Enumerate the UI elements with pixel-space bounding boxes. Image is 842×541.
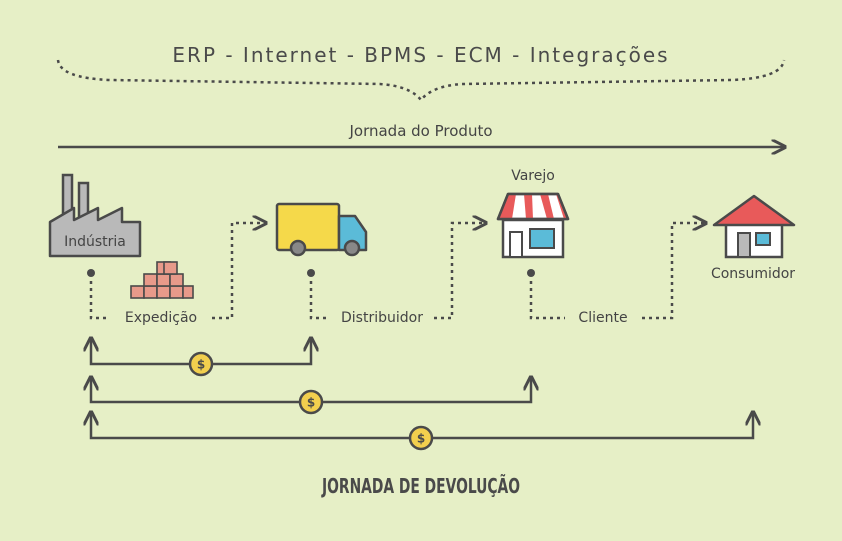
link-expedicao-label: Expedição bbox=[125, 310, 197, 326]
node-varejo-label: Varejo bbox=[511, 168, 555, 184]
coin-icon: $ bbox=[408, 425, 434, 451]
svg-text:$: $ bbox=[307, 396, 315, 410]
link-cliente-label: Cliente bbox=[578, 310, 627, 326]
factory-icon bbox=[48, 173, 142, 258]
coin-icon: $ bbox=[298, 389, 324, 415]
link-distribuidor bbox=[309, 281, 330, 320]
link-cliente bbox=[529, 281, 565, 320]
industria-dot bbox=[87, 269, 95, 277]
link-expedicao bbox=[89, 281, 110, 320]
link-expedicao-arrow bbox=[212, 223, 266, 320]
truck-icon bbox=[275, 202, 368, 257]
systems-title: ERP - Internet - BPMS - ECM - Integraçõe… bbox=[172, 43, 669, 67]
link-cliente-arrow bbox=[642, 223, 706, 320]
distribuidor-dot bbox=[307, 269, 315, 277]
varejo-dot bbox=[527, 269, 535, 277]
node-industria-label: Indústria bbox=[64, 234, 126, 250]
svg-text:$: $ bbox=[197, 358, 205, 372]
product-journey-label: Jornada do Produto bbox=[348, 122, 492, 140]
svg-text:$: $ bbox=[417, 432, 425, 446]
coin-icon: $ bbox=[188, 351, 214, 377]
house-icon bbox=[712, 194, 796, 259]
link-distribuidor-arrow bbox=[434, 223, 486, 320]
link-distribuidor-label: Distribuidor bbox=[341, 310, 423, 326]
store-icon bbox=[496, 192, 570, 259]
boxes-icon bbox=[130, 261, 194, 299]
return-journey-title: JORNADA DE DEVOLUÇÃO bbox=[321, 474, 520, 498]
node-consumidor-label: Consumidor bbox=[711, 266, 795, 282]
systems-brace bbox=[56, 59, 786, 103]
